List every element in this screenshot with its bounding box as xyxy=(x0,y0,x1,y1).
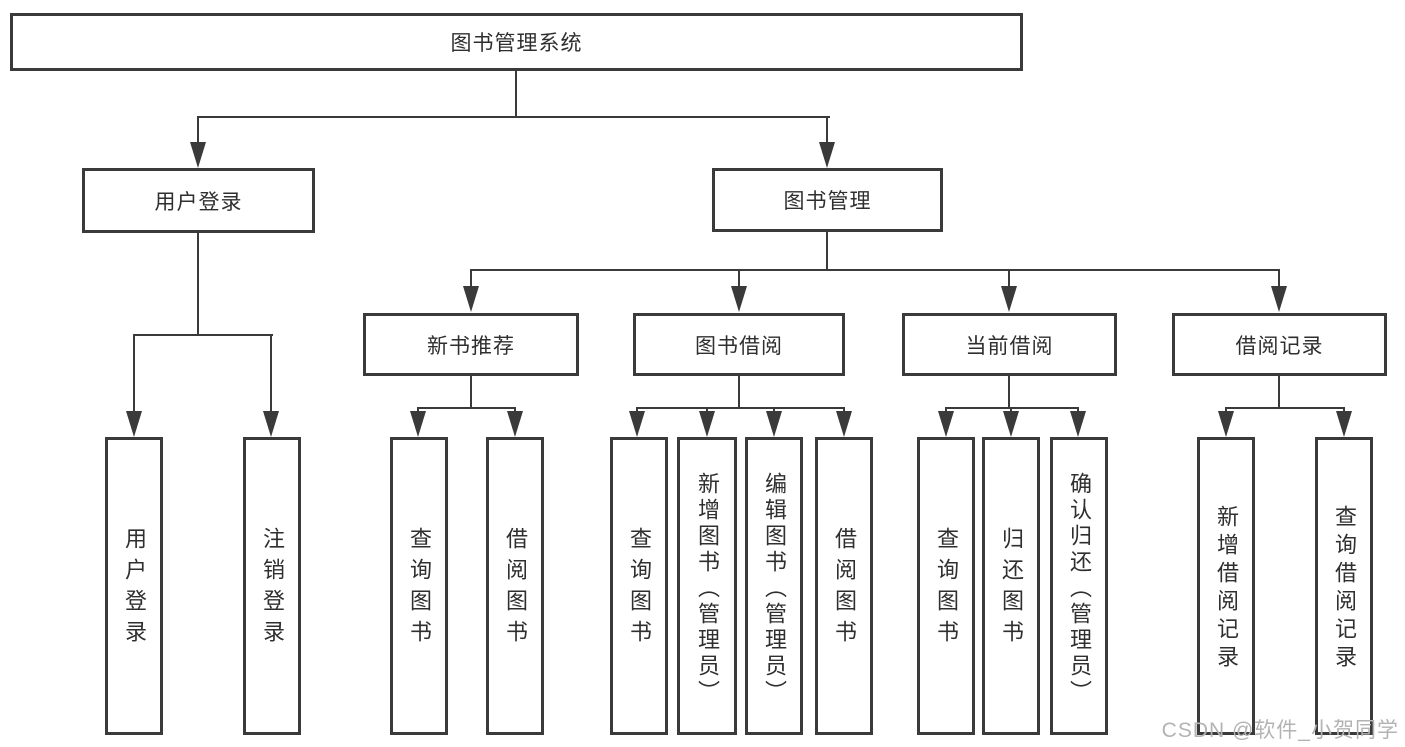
node-book-management: 图书管理 xyxy=(712,168,943,232)
node-new-book-recommend: 新书推荐 xyxy=(363,313,579,376)
arrowhead-down-icon xyxy=(410,411,426,437)
csdn-watermark: CSDN @软件_小贺同学 xyxy=(1161,719,1399,742)
arrowhead-down-icon xyxy=(1218,411,1234,437)
leaf-logout: 注销登录 xyxy=(243,437,301,735)
connector-line xyxy=(636,407,845,409)
connector-line xyxy=(417,407,516,409)
arrowhead-down-icon xyxy=(629,411,645,437)
root-node-library-system: 图书管理系统 xyxy=(10,13,1023,71)
connector-line xyxy=(945,407,1079,409)
leaf-add-borrow-record: 新增借阅记录 xyxy=(1197,437,1255,735)
arrowhead-down-icon xyxy=(699,411,715,437)
connector-line xyxy=(1278,376,1280,409)
leaf-add-books-admin: 新增图书（管理员） xyxy=(677,437,737,735)
node-current-borrowing: 当前借阅 xyxy=(902,313,1117,376)
leaf-query-books-borrowing: 查询图书 xyxy=(610,437,668,735)
leaf-edit-books-admin: 编辑图书（管理员） xyxy=(745,437,803,735)
arrowhead-down-icon xyxy=(731,286,747,312)
connector-line xyxy=(515,71,517,118)
connector-line xyxy=(470,269,472,289)
connector-line xyxy=(270,334,272,414)
node-user-login: 用户登录 xyxy=(82,168,315,233)
connector-line xyxy=(197,116,199,146)
arrowhead-down-icon xyxy=(1003,411,1019,437)
connector-line xyxy=(470,269,1280,271)
leaf-borrow-books-borrowing: 借阅图书 xyxy=(815,437,873,735)
arrowhead-down-icon xyxy=(938,411,954,437)
connector-line xyxy=(826,232,828,271)
leaf-query-books-newbooks: 查询图书 xyxy=(390,437,448,735)
leaf-user-login: 用户登录 xyxy=(105,437,163,735)
arrowhead-down-icon xyxy=(190,142,206,168)
arrowhead-down-icon xyxy=(463,286,479,312)
leaf-query-books-current: 查询图书 xyxy=(917,437,975,735)
node-borrow-records: 借阅记录 xyxy=(1172,313,1387,376)
arrowhead-down-icon xyxy=(507,411,523,437)
leaf-return-books: 归还图书 xyxy=(982,437,1040,735)
connector-line xyxy=(133,334,273,336)
leaf-borrow-books-newbooks: 借阅图书 xyxy=(486,437,544,735)
connector-line xyxy=(1008,376,1010,409)
connector-line xyxy=(1278,269,1280,289)
connector-line xyxy=(826,116,828,146)
connector-line xyxy=(197,116,830,118)
node-book-borrowing: 图书借阅 xyxy=(633,313,845,376)
arrowhead-down-icon xyxy=(126,411,142,437)
arrowhead-down-icon xyxy=(1001,286,1017,312)
connector-line xyxy=(197,233,199,336)
arrowhead-down-icon xyxy=(766,411,782,437)
arrowhead-down-icon xyxy=(819,142,835,168)
connector-line xyxy=(133,334,135,414)
leaf-query-borrow-record: 查询借阅记录 xyxy=(1315,437,1373,735)
arrowhead-down-icon xyxy=(1336,411,1352,437)
arrowhead-down-icon xyxy=(836,411,852,437)
connector-line xyxy=(470,376,472,409)
connector-line xyxy=(738,376,740,409)
connector-line xyxy=(1225,407,1345,409)
arrowhead-down-icon xyxy=(263,411,279,437)
connector-line xyxy=(1008,269,1010,289)
arrowhead-down-icon xyxy=(1070,411,1086,437)
leaf-confirm-return-admin: 确认归还（管理员） xyxy=(1050,437,1108,735)
arrowhead-down-icon xyxy=(1271,286,1287,312)
connector-line xyxy=(738,269,740,289)
